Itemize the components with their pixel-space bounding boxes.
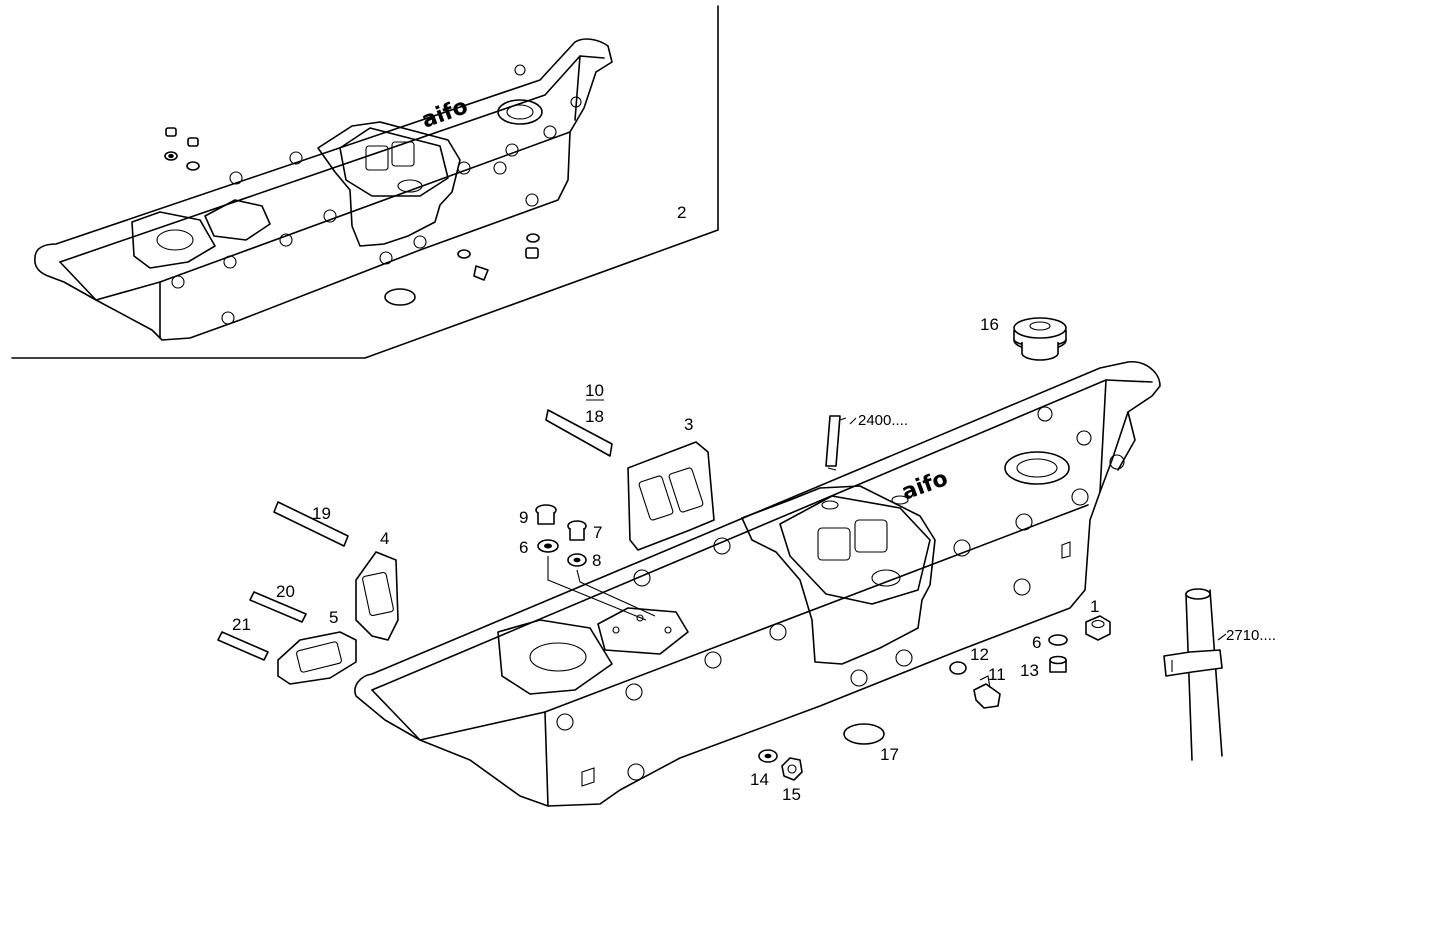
inset-cover-plug bbox=[384, 288, 416, 306]
label-5: 5 bbox=[329, 608, 338, 627]
label-9: 9 bbox=[519, 508, 528, 527]
bolt-11-part bbox=[973, 675, 1001, 709]
label-8: 8 bbox=[592, 551, 601, 570]
plug-13-part bbox=[1049, 655, 1067, 673]
main-logo: aifo bbox=[899, 466, 952, 506]
label-20: 20 bbox=[276, 582, 295, 601]
label-14: 14 bbox=[750, 770, 769, 789]
inset-label-2: 2 bbox=[677, 203, 686, 222]
cover-plug-17-part bbox=[843, 723, 885, 745]
label-7: 7 bbox=[593, 523, 602, 542]
label-3: 3 bbox=[684, 415, 693, 434]
main-manifold: aifo bbox=[354, 361, 1161, 807]
label-19: 19 bbox=[312, 504, 331, 523]
label-13: 13 bbox=[1020, 661, 1039, 680]
gasket-3-part bbox=[627, 441, 715, 551]
label-2710: 2710.... bbox=[1226, 627, 1276, 644]
filler-cap-part bbox=[1013, 317, 1067, 361]
plug-7-part bbox=[567, 520, 587, 541]
nut-1-part bbox=[1085, 615, 1111, 641]
inset-border bbox=[11, 5, 719, 359]
gasket-4-part bbox=[355, 551, 399, 641]
stud-20-part bbox=[249, 591, 307, 623]
washer-8-part bbox=[567, 553, 587, 567]
stud-10-18-part bbox=[545, 409, 613, 457]
inset-bolt-set-left bbox=[164, 127, 200, 171]
inset-manifold: aifo bbox=[34, 38, 613, 341]
label-1: 1 bbox=[1090, 597, 1099, 616]
label-10: 10 bbox=[585, 381, 604, 400]
washer-14-part bbox=[758, 749, 778, 763]
gasket-5-part bbox=[277, 631, 357, 685]
callout-labels: 1 3 4 5 6 6 7 8 9 10 11 12 13 14 15 16 1… bbox=[232, 315, 1276, 804]
pipe-2710-part bbox=[1163, 588, 1223, 761]
inset-logo: aifo bbox=[419, 94, 472, 134]
label-4: 4 bbox=[380, 529, 389, 548]
label-12: 12 bbox=[970, 645, 989, 664]
inset-assembly: aifo 2 bbox=[11, 5, 719, 359]
washer-6-part bbox=[537, 539, 559, 553]
label-18: 18 bbox=[585, 407, 604, 426]
label-11: 11 bbox=[988, 665, 1006, 684]
label-2400: 2400.... bbox=[858, 412, 908, 429]
label-6a: 6 bbox=[519, 538, 528, 557]
stud-2400-part bbox=[825, 415, 847, 471]
washer-12-part bbox=[949, 661, 967, 675]
stud-19-part bbox=[273, 501, 349, 547]
washer-6-right-part bbox=[1048, 634, 1068, 646]
label-6b: 6 bbox=[1032, 633, 1041, 652]
nut-15-part bbox=[781, 757, 803, 781]
label-16: 16 bbox=[980, 315, 999, 334]
plug-9-part bbox=[535, 504, 557, 525]
inset-bolt-set-right bbox=[457, 233, 540, 281]
label-15: 15 bbox=[782, 785, 801, 804]
stud-21-part bbox=[217, 631, 269, 661]
label-21: 21 bbox=[232, 615, 251, 634]
label-17: 17 bbox=[880, 745, 899, 764]
